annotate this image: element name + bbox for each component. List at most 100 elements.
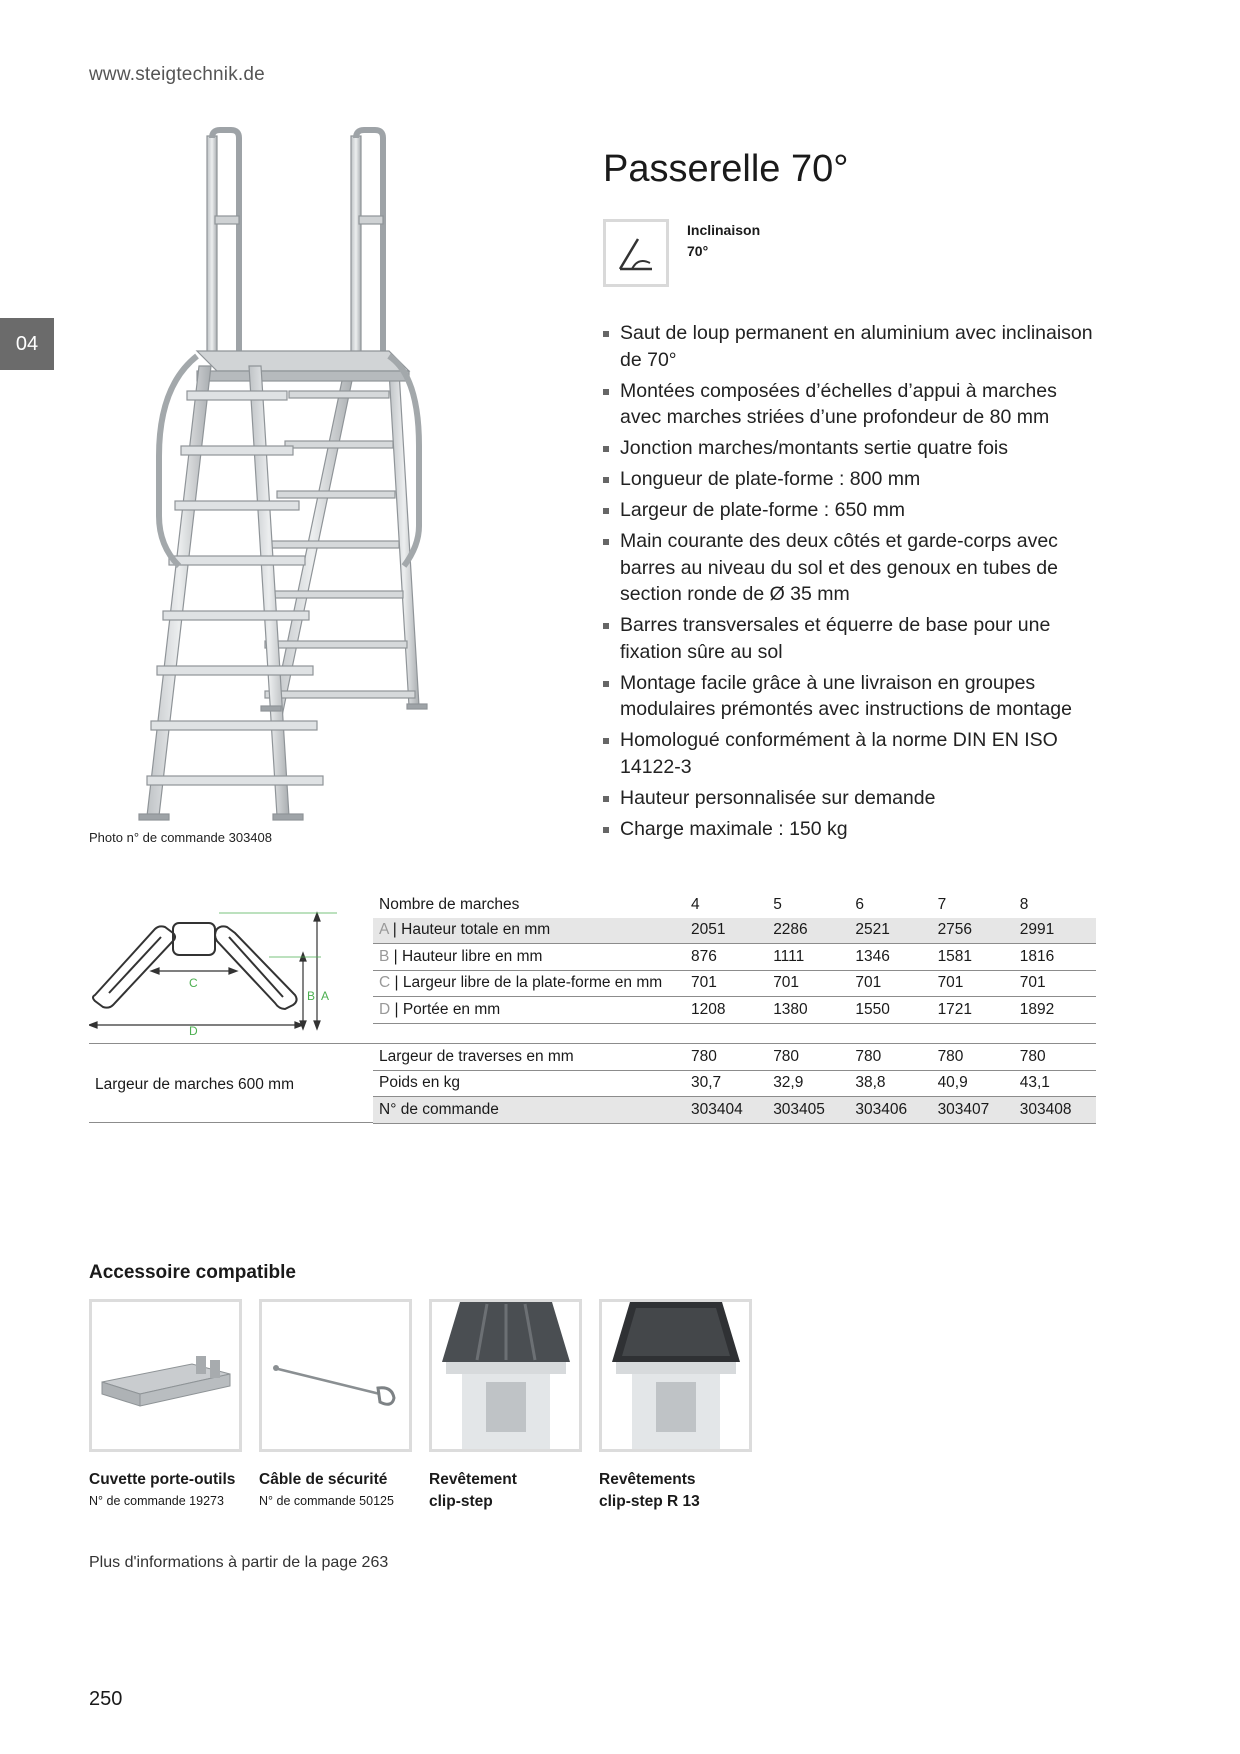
table-row: D | Portée en mm 1208 1380 1550 1721 189…: [373, 996, 1096, 1024]
table-cell: 1550: [849, 996, 932, 1024]
table-cell: 303406: [849, 1096, 932, 1124]
table-cell: 8: [1019, 895, 1029, 913]
row-label-text: | Largeur libre de la plate-forme en mm: [390, 974, 663, 992]
website-url[interactable]: www.steigtechnik.de: [89, 64, 265, 85]
row-label: C | Largeur libre de la plate-forme en m…: [373, 970, 685, 997]
accessory-tool-tray-image[interactable]: [89, 1299, 242, 1452]
row-label: B | Hauteur libre en mm: [373, 943, 685, 971]
inclination-angle-icon: [618, 238, 652, 271]
feature-item: Saut de loup permanent en aluminium avec…: [603, 320, 1103, 373]
feature-item: Homologué conformément à la norme DIN EN…: [603, 727, 1103, 780]
safety-cable-icon: [273, 1365, 396, 1406]
table-cell: 1892: [1013, 996, 1096, 1024]
accessory-name[interactable]: Revêtements clip-step R 13: [599, 1469, 700, 1513]
accessory-order: N° de commande 50125: [259, 1494, 394, 1508]
accessory-order: N° de commande 19273: [89, 1494, 224, 1508]
table-cell: 303405: [767, 1096, 850, 1124]
table-header-row: Nombre de marches 4 5 6 7 8: [373, 892, 1096, 918]
photo-caption: Photo n° de commande 303408: [89, 830, 272, 845]
table-cell: 43,1: [1013, 1070, 1096, 1097]
feature-item: Longueur de plate-forme : 800 mm: [603, 466, 1103, 493]
table-cell: 780: [767, 1044, 850, 1071]
table-cell: 701: [685, 970, 768, 997]
table-cell: 2756: [931, 917, 1014, 944]
accessory-name[interactable]: Revêtement clip-step: [429, 1469, 517, 1513]
table-cell: 7: [937, 895, 947, 913]
table-row: N° de commande 303404 303405 303406 3034…: [373, 1096, 1096, 1124]
table-cell: 5: [773, 895, 782, 913]
table-cell: 1581: [931, 943, 1014, 971]
row-label: A | Hauteur totale en mm: [373, 917, 685, 944]
table-cell: 701: [1013, 970, 1096, 997]
row-label: D | Portée en mm: [373, 996, 685, 1024]
accessories-title: Accessoire compatible: [89, 1262, 296, 1283]
clip-step-icon: [442, 1302, 570, 1449]
table-cell: 303408: [1013, 1096, 1096, 1124]
table-cell: 1816: [1013, 943, 1096, 971]
table-cell: 303404: [685, 1096, 768, 1124]
row-letter: A: [379, 921, 389, 939]
table-cell: 1380: [767, 996, 850, 1024]
row-letter: C: [379, 974, 391, 992]
table-cell: 2521: [849, 917, 932, 944]
dimension-diagram: C D A B: [89, 911, 337, 1035]
group-bottom-line: [89, 1122, 373, 1123]
row-label-text: | Hauteur totale en mm: [388, 921, 551, 939]
table-cell: 6: [855, 895, 864, 913]
inclination-value: 70°: [687, 243, 709, 259]
accessory-name-line2: clip-step R 13: [599, 1493, 700, 1510]
inclination-icon-box: [603, 219, 669, 287]
accessory-name-line2: clip-step: [429, 1493, 493, 1510]
accessory-name[interactable]: Câble de sécurité: [259, 1471, 388, 1488]
feature-list: Saut de loup permanent en aluminium avec…: [603, 320, 1103, 847]
accessory-clip-step-r13-image[interactable]: [599, 1299, 752, 1452]
table-cell: 2051: [685, 917, 768, 944]
dim-label-a: A: [321, 989, 329, 1003]
table-cell: 780: [849, 1044, 932, 1071]
table-cell: 1346: [849, 943, 932, 971]
inclination-label: Inclinaison 70°: [687, 220, 760, 262]
table-cell: 780: [1013, 1044, 1096, 1071]
row-label: Poids en kg: [373, 1070, 685, 1097]
table-cell: 780: [685, 1044, 768, 1071]
accessory-name-line1: Revêtements: [599, 1471, 696, 1488]
table-cell: 1721: [931, 996, 1014, 1024]
inclination-label-text: Inclinaison: [687, 222, 761, 238]
row-label: Largeur de traverses en mm: [373, 1044, 685, 1071]
row-label-text: | Portée en mm: [390, 1000, 501, 1018]
table-cell: 30,7: [685, 1070, 768, 1097]
feature-item: Hauteur personnalisée sur demande: [603, 785, 1103, 812]
feature-item: Largeur de plate-forme : 650 mm: [603, 497, 1103, 524]
table-cell: 303407: [931, 1096, 1014, 1124]
table-cell: 1208: [685, 996, 768, 1024]
product-photo: [138, 127, 428, 821]
table-cell: 1111: [767, 943, 850, 971]
feature-item: Main courante des deux côtés et garde-co…: [603, 528, 1103, 608]
dim-label-b: B: [307, 989, 315, 1003]
table-cell: 2991: [1013, 917, 1096, 944]
table-cell: 701: [849, 970, 932, 997]
spec-table: Nombre de marches 4 5 6 7 8 A | Hauteur …: [373, 892, 1096, 1024]
clip-step-r13-icon: [612, 1302, 740, 1449]
accessory-clip-step-image[interactable]: [429, 1299, 582, 1452]
table-cell: 780: [931, 1044, 1014, 1071]
row-letter: B: [379, 947, 390, 965]
section-tab: 04: [0, 318, 54, 370]
dim-label-d: D: [189, 1024, 198, 1035]
table-cell: 2286: [767, 917, 850, 944]
group-label: Largeur de marches 600 mm: [95, 1076, 295, 1093]
table-cell: 876: [685, 943, 768, 971]
accessory-name[interactable]: Cuvette porte-outils: [89, 1471, 236, 1488]
feature-item: Barres transversales et équerre de base …: [603, 612, 1103, 665]
row-letter: D: [379, 1000, 391, 1018]
page-number: 250: [89, 1688, 123, 1710]
accessory-safety-cable-image[interactable]: [259, 1299, 412, 1452]
table-row: Poids en kg 30,7 32,9 38,8 40,9 43,1: [373, 1070, 1096, 1097]
table-cell: 4: [691, 895, 700, 913]
spec-table-2: Largeur de traverses en mm 780 780 780 7…: [373, 1044, 1096, 1124]
table-cell: 40,9: [931, 1070, 1014, 1097]
table-cell: 701: [931, 970, 1014, 997]
row-label-text: | Hauteur libre en mm: [389, 947, 543, 965]
table-row: C | Largeur libre de la plate-forme en m…: [373, 970, 1096, 997]
feature-item: Montage facile grâce à une livraison en …: [603, 670, 1103, 723]
